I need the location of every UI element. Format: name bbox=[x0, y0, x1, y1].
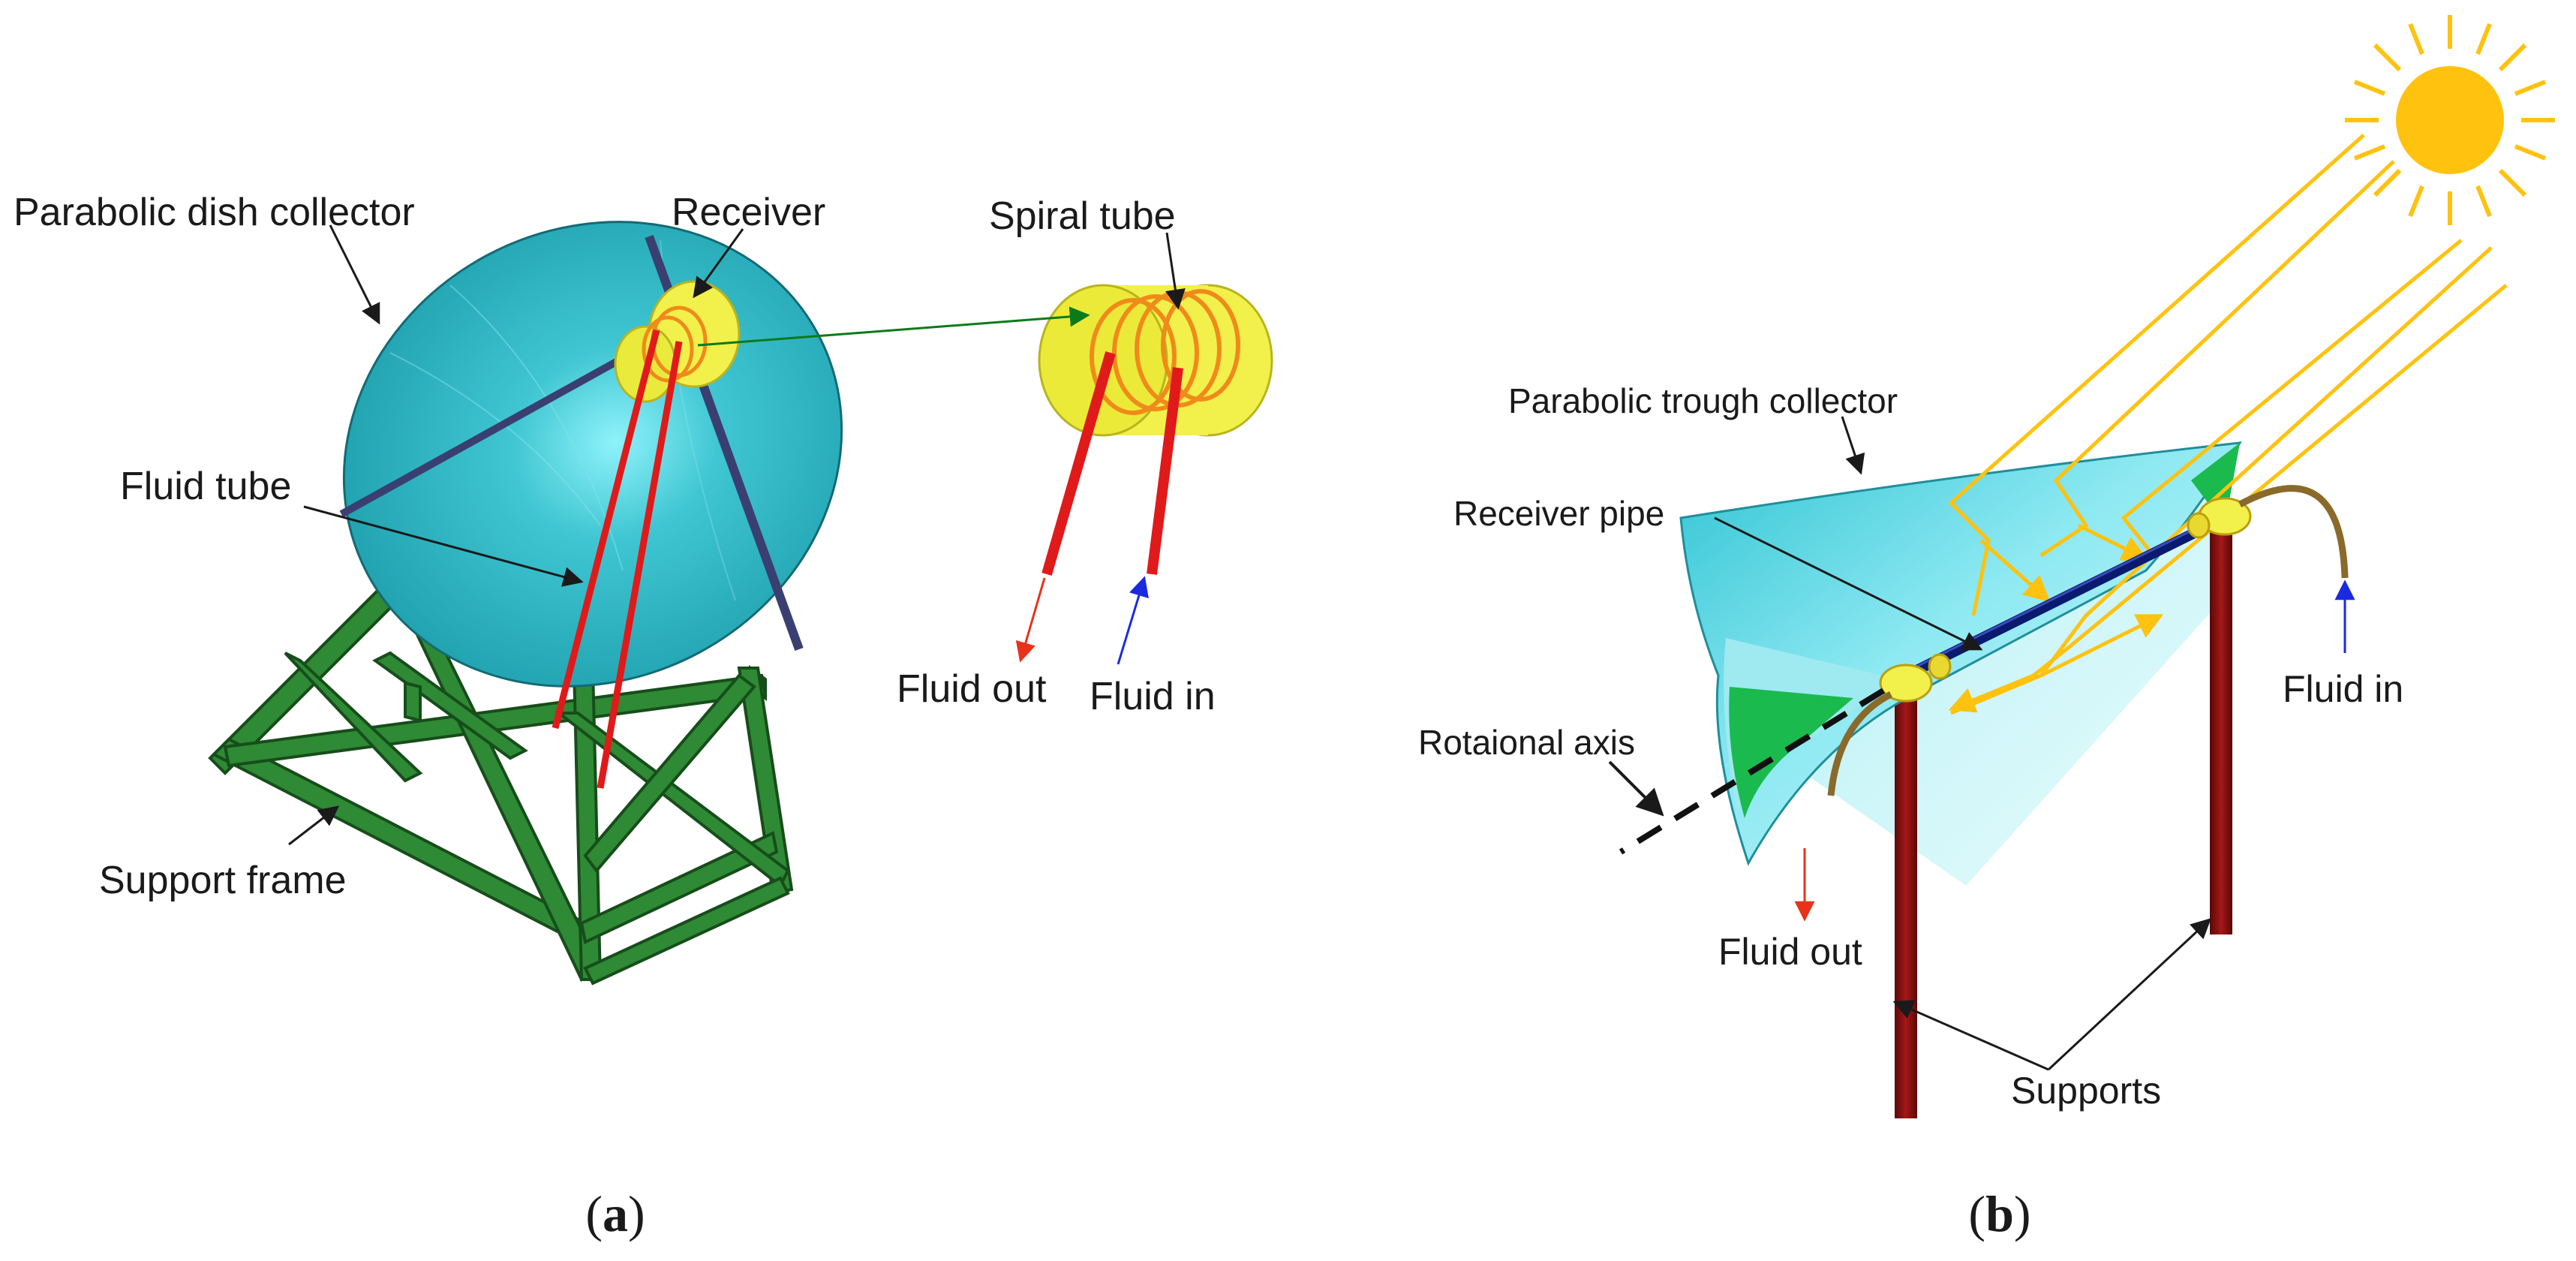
label-fluid-out-b: Fluid out bbox=[1718, 931, 1862, 973]
label-receiver-pipe: Receiver pipe bbox=[1453, 494, 1664, 533]
label-axis: Rotaional axis bbox=[1418, 723, 1635, 762]
supports-leader-left bbox=[1892, 1000, 2049, 1071]
label-spiral: Spiral tube bbox=[989, 194, 1176, 238]
axis-leader bbox=[1608, 760, 1664, 817]
ray-arrow-3 bbox=[1948, 673, 2034, 713]
receiver-leader bbox=[693, 228, 744, 299]
pipe-end-cap-left bbox=[1879, 653, 1952, 703]
label-dish: Parabolic dish collector bbox=[14, 191, 415, 234]
label-supports: Supports bbox=[2011, 1070, 2161, 1112]
supports-leader-right bbox=[2047, 918, 2211, 1071]
spiral-leader bbox=[1165, 232, 1186, 310]
support-post-right bbox=[2210, 529, 2232, 934]
ray-arrow-1 bbox=[1979, 539, 2051, 603]
receiver bbox=[614, 280, 741, 403]
spiral-tube-detail bbox=[1038, 284, 1273, 576]
ray-arrow-4 bbox=[2039, 613, 2164, 678]
caption-b: (b) bbox=[1968, 1185, 2030, 1242]
hose-out bbox=[1827, 691, 1893, 796]
rotational-axis bbox=[1619, 688, 1886, 855]
fluid-tube-left bbox=[552, 329, 660, 730]
fluid-tube-right bbox=[597, 341, 683, 789]
panel-b: Parabolic trough collector Receiver pipe… bbox=[1418, 15, 2555, 1242]
hose-in bbox=[2238, 485, 2349, 579]
ray-arrow-2 bbox=[2077, 523, 2149, 561]
support-frame bbox=[208, 576, 794, 986]
fluid-in-arrow-a bbox=[1117, 576, 1149, 665]
pipe-end-cap-right bbox=[2187, 497, 2252, 539]
sun-icon bbox=[2345, 15, 2555, 225]
dish-leader bbox=[329, 224, 380, 325]
support-leader bbox=[288, 805, 340, 846]
trough-leader bbox=[1841, 416, 1865, 475]
label-receiver: Receiver bbox=[672, 191, 825, 234]
zoom-arrow bbox=[697, 306, 1090, 347]
panel-a: Parabolic dish collector Receiver Spiral… bbox=[14, 191, 1273, 1242]
label-fluid-in-b: Fluid in bbox=[2283, 668, 2403, 710]
label-trough: Parabolic trough collector bbox=[1508, 381, 1898, 420]
receiver-pipe-leader bbox=[1714, 516, 1983, 651]
label-fluid-tube: Fluid tube bbox=[120, 465, 291, 508]
receiver-pipe bbox=[1895, 509, 2235, 685]
label-support: Support frame bbox=[99, 859, 347, 902]
caption-a: (a) bbox=[585, 1185, 645, 1242]
fluid-tube-leader bbox=[303, 505, 584, 587]
label-fluid-in-a: Fluid in bbox=[1090, 675, 1216, 718]
fluid-out-arrow-a bbox=[1015, 577, 1046, 663]
support-post-left bbox=[1895, 698, 1917, 1118]
label-fluid-out-a: Fluid out bbox=[897, 667, 1047, 711]
